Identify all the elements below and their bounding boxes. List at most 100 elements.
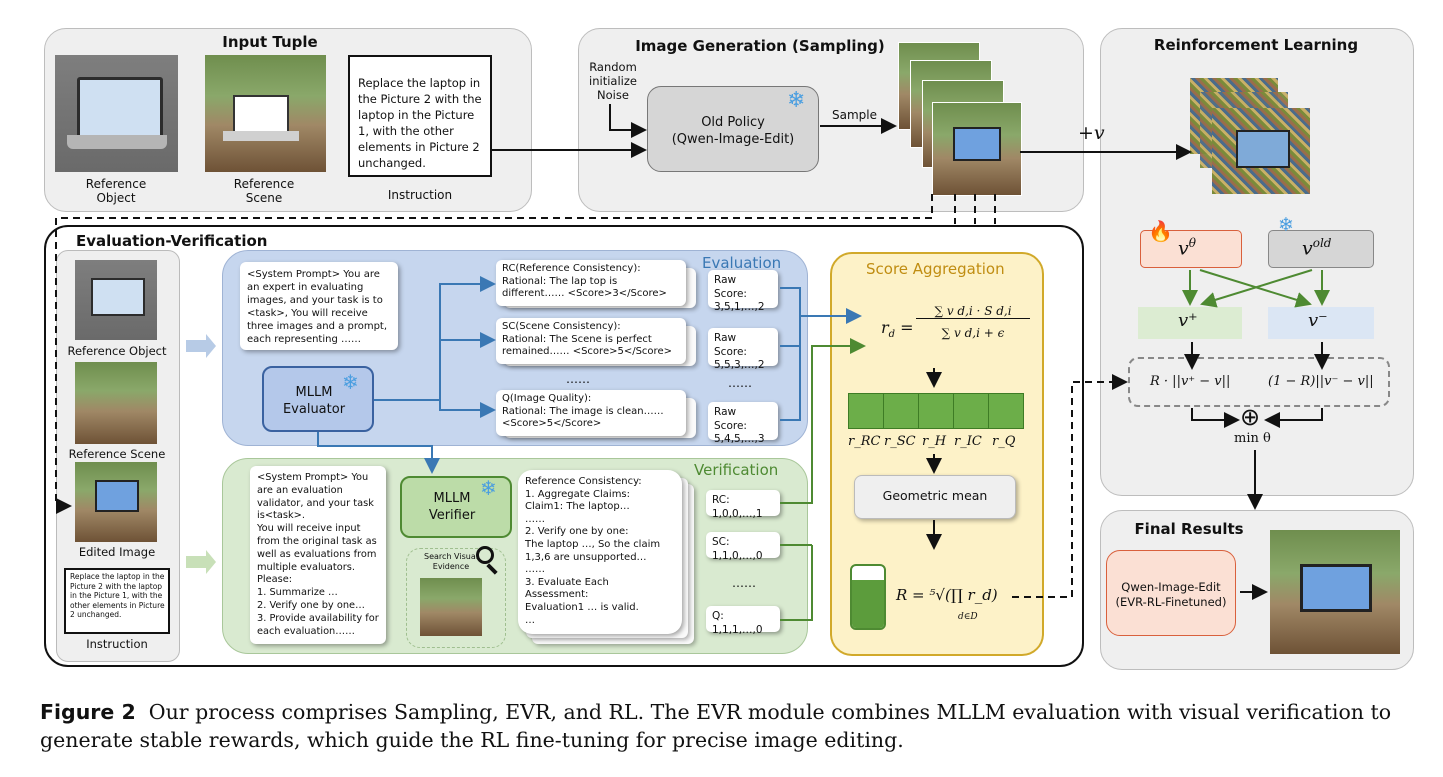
verif-detail-card: Reference Consistency: 1. Aggregate Clai…	[518, 470, 682, 634]
evr-mini-instruction-box	[64, 568, 170, 634]
plus-v-label: +v	[1078, 122, 1105, 144]
rd-numerator: ∑ v d,i · S d,i	[916, 304, 1030, 319]
final-result-image	[1270, 530, 1400, 654]
v-theta-box	[1140, 230, 1242, 268]
verif-result-rc: RC: 1,0,0,…,1	[706, 490, 780, 520]
v-minus-box	[1268, 307, 1374, 339]
battery-icon	[850, 564, 886, 630]
geometric-mean-box	[854, 475, 1016, 519]
final-model-box	[1106, 550, 1236, 636]
eval-card-rc: RC(Reference Consistency): Rational: The…	[496, 260, 686, 306]
v-old-sup: old	[1312, 236, 1332, 250]
sample-image-4	[932, 102, 1022, 196]
snowflake-icon: ❄	[342, 370, 359, 394]
caption-text: Our process comprises Sampling, EVR, and…	[40, 700, 1392, 752]
verif-result-q: Q: 1,1,1,…,0	[706, 606, 780, 636]
score-label-rc: r_RC	[848, 434, 881, 449]
score-cube-rc	[848, 393, 884, 429]
search-evidence-region	[406, 548, 506, 648]
old-policy-box	[647, 86, 819, 172]
v-plus-label: v⁺	[1178, 310, 1198, 331]
evr-ref-scene-label: Reference Scene	[68, 447, 166, 461]
score-label-q: r_Q	[992, 434, 1016, 449]
loss-left: R · ||v⁺ − v||	[1150, 374, 1231, 389]
rd-denominator: ∑ v d,i + ϵ	[941, 326, 1005, 340]
figure-caption: Figure 2 Our process comprises Sampling,…	[40, 698, 1435, 754]
rd-lhs-r: r	[881, 318, 889, 337]
evr-instruction-label: Instruction	[86, 637, 148, 651]
loss-right: (1 − R)||v⁻ − v||	[1268, 374, 1374, 389]
caption-fig-label: Figure 2	[40, 700, 136, 724]
input-chevrons	[186, 334, 216, 574]
mllm-verifier-label: MLLM Verifier	[428, 491, 476, 523]
v-old-box	[1268, 230, 1374, 268]
final-model-label: Qwen-Image-Edit (EVR-RL-Finetuned)	[1115, 580, 1227, 609]
noise-label: Random initialize Noise	[589, 60, 637, 102]
old-policy-label: Old Policy (Qwen-Image-Edit)	[671, 115, 795, 147]
green-arrows	[780, 269, 1330, 621]
min-theta-label: min θ	[1234, 431, 1271, 446]
snowflake-icon: ❄	[787, 88, 806, 113]
mllm-evaluator-box	[262, 366, 374, 432]
rl-title: Reinforcement Learning	[1153, 36, 1359, 54]
prod-subscript: d∈D	[958, 612, 978, 622]
raw-score-1: Raw Score: 3,5,1,…,2	[708, 270, 778, 313]
v-theta-sup: θ	[1188, 236, 1196, 250]
reference-object-label: Reference Object	[85, 177, 147, 205]
rd-lhs: rd =	[881, 318, 914, 341]
v-minus-label: v⁻	[1308, 310, 1328, 331]
reference-scene-image	[205, 55, 326, 172]
evr-ref-object-label: Reference Object	[67, 344, 167, 358]
verification-title: Verification	[694, 461, 779, 479]
evr-panel	[44, 225, 1084, 667]
input-tuple-title: Input Tuple	[222, 33, 318, 51]
raw-score-2: Raw Score: 5,5,3,…,2	[708, 328, 778, 371]
evaluation-title: Evaluation	[702, 254, 782, 272]
search-evidence-label: Search Visual Evidence	[424, 552, 478, 571]
blue-arrows	[317, 276, 862, 474]
v-theta-base: v	[1178, 237, 1189, 260]
instruction-text: Replace the laptop in the Picture 2 with…	[358, 76, 482, 170]
verif-results-dots: ……	[732, 576, 756, 590]
raw-score-3: Raw Score: 5,4,5,…,3	[708, 402, 778, 445]
noisy-image-3	[1212, 108, 1310, 194]
v-plus-box	[1138, 307, 1242, 339]
evr-ref-scene-image	[75, 362, 157, 444]
eval-system-prompt: <System Prompt> You are an expert in eva…	[240, 262, 398, 350]
evr-edited-label: Edited Image	[78, 545, 156, 559]
connector-layer	[55, 104, 1330, 621]
eval-card-q: Q(Image Quality): Rational: The image is…	[496, 390, 686, 436]
oplus-symbol: ⊕	[1240, 403, 1261, 431]
v-theta-label: vθ	[1178, 236, 1196, 259]
score-aggregation-title: Score Aggregation	[866, 260, 1005, 278]
score-label-ic: r_IC	[954, 434, 982, 449]
final-results-title: Final Results	[1134, 520, 1244, 538]
image-generation-title: Image Generation (Sampling)	[635, 37, 885, 55]
snowflake-icon: ❄	[1278, 214, 1294, 236]
instruction-label: Instruction	[387, 188, 453, 202]
evr-mini-instruction-text: Replace the laptop in the Picture 2 with…	[70, 572, 165, 619]
eval-dots: ……	[566, 372, 590, 386]
score-cube-q	[988, 393, 1024, 429]
snowflake-icon: ❄	[480, 476, 497, 500]
verif-system-prompt: <System Prompt> You are an evaluation va…	[250, 466, 386, 644]
mllm-verifier-box	[400, 476, 512, 538]
verif-result-sc: SC: 1,1,0,…,0	[706, 532, 780, 562]
sample-label: Sample	[832, 108, 877, 122]
rd-lhs-sub: d	[888, 329, 896, 341]
score-label-h: r_H	[922, 434, 947, 449]
evr-edited-image	[75, 462, 157, 542]
evr-ref-object-image	[75, 260, 157, 340]
fire-icon: 🔥	[1148, 219, 1173, 243]
reference-object-image	[55, 55, 178, 172]
evidence-image	[420, 578, 482, 636]
score-cube-ic	[953, 393, 989, 429]
mllm-evaluator-label: MLLM Evaluator	[282, 385, 346, 417]
final-reward-formula: R = ⁵√(∏ r_d)	[896, 586, 998, 604]
score-cube-sc	[883, 393, 919, 429]
geometric-mean-label: Geometric mean	[882, 488, 988, 503]
black-arrows	[492, 104, 1330, 600]
loss-box	[1128, 357, 1390, 407]
dashed-connectors	[55, 194, 1128, 598]
eval-card-sc: SC(Scene Consistency): Rational: The Sce…	[496, 318, 686, 364]
